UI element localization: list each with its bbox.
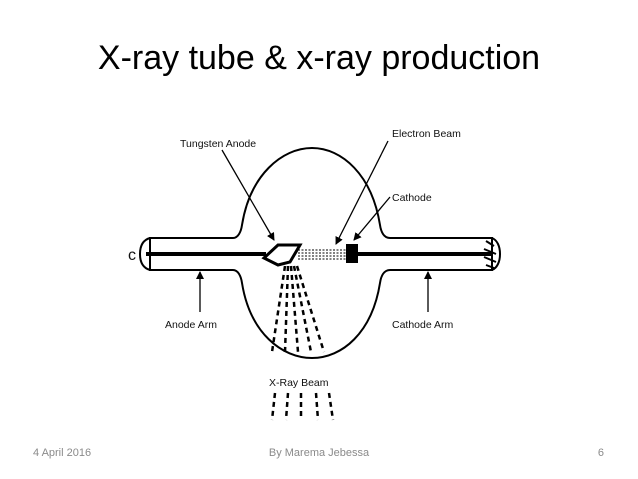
xray-beam-rays-outside <box>270 392 335 421</box>
footer-date: 4 April 2016 <box>33 447 92 459</box>
footer-page-number: 6 <box>597 447 604 459</box>
label-electron-beam: Electron Beam <box>392 128 461 140</box>
cathode-end-cap <box>491 237 502 271</box>
label-anode-arm: Anode Arm <box>165 319 217 331</box>
label-cathode: Cathode <box>392 192 432 204</box>
anode-end-cap <box>138 237 151 271</box>
anode-terminal-mark: c <box>128 247 136 264</box>
slide-title: X-ray tube & x-ray production <box>97 39 541 77</box>
tungsten-anode-target <box>261 243 303 267</box>
cathode-coil <box>483 240 497 269</box>
electron-beam-lines <box>298 249 346 260</box>
cathode-head <box>346 244 358 263</box>
label-xray-beam: X-Ray Beam <box>269 377 329 389</box>
label-cathode-arm: Cathode Arm <box>392 319 454 331</box>
xray-beam-rays <box>270 265 326 353</box>
label-arrows <box>196 140 432 312</box>
label-tungsten-anode: Tungsten Anode <box>180 138 256 150</box>
footer-author: By Marema Jebessa <box>268 447 370 459</box>
